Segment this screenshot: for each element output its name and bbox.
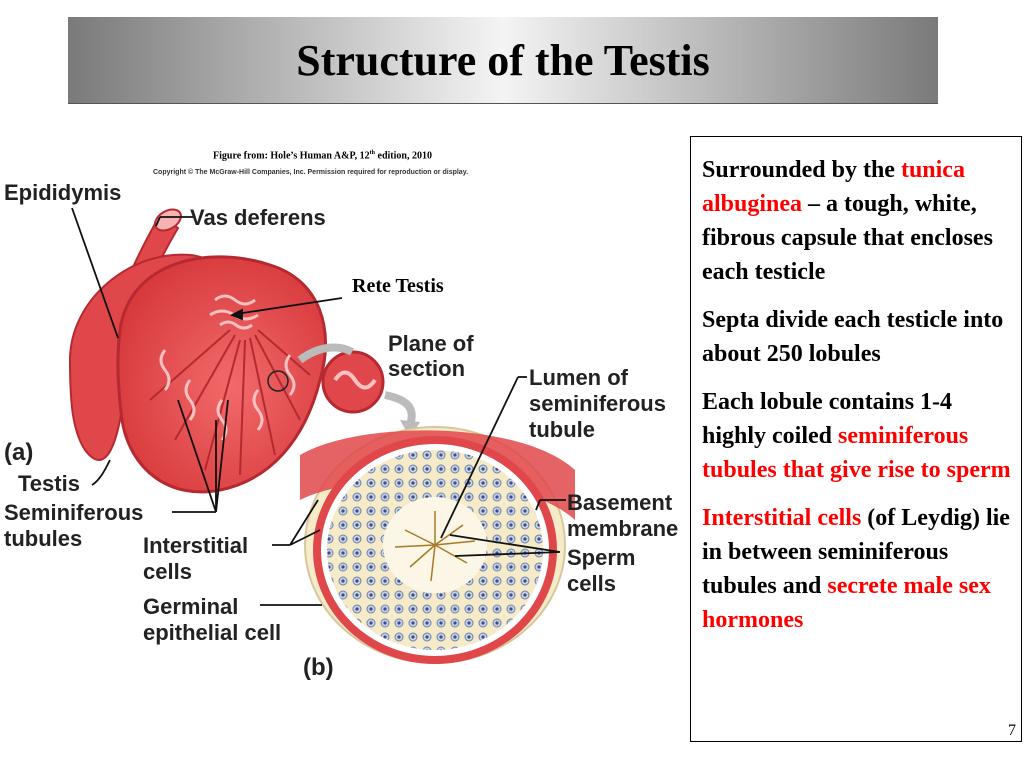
text-span: (of Leydig) lie in between seminiferous … bbox=[702, 505, 1010, 599]
leader-lines bbox=[71, 207, 566, 606]
highlight-seminiferous-tubules: seminiferous tubules that give rise to s… bbox=[702, 423, 1011, 483]
label-part-b: (b) bbox=[303, 654, 334, 681]
bullet-septa: Septa divide each testicle into about 25… bbox=[702, 303, 1015, 371]
highlight-interstitial-cells: Interstitial cells bbox=[702, 505, 862, 531]
label-basement-1: Basement bbox=[567, 490, 673, 515]
label-sperm-2: cells bbox=[567, 571, 616, 596]
bullet-tunica: Surrounded by the tunica albuginea – a t… bbox=[702, 153, 1015, 289]
bullet-interstitial: Interstitial cells (of Leydig) lie in be… bbox=[702, 501, 1015, 637]
label-plane-of: Plane of bbox=[388, 331, 474, 356]
description-textbox: Surrounded by the tunica albuginea – a t… bbox=[690, 136, 1022, 742]
title-bar: Structure of the Testis bbox=[68, 17, 938, 103]
label-vas-deferens: Vas deferens bbox=[190, 205, 326, 230]
label-sperm-1: Sperm bbox=[567, 545, 636, 570]
label-germinal-1: Germinal bbox=[143, 594, 239, 619]
tubule-cross-section bbox=[300, 426, 575, 664]
text-span: Septa divide each testicle into about 25… bbox=[702, 307, 1004, 367]
citation-suffix: edition, 2010 bbox=[375, 150, 432, 162]
label-interstitial-2: cells bbox=[143, 559, 192, 584]
label-seminiferous-tubules-1: Seminiferous bbox=[4, 500, 144, 525]
testis-anatomy-figure bbox=[68, 207, 575, 664]
text-span: – a tough, white, fibrous capsule that e… bbox=[702, 191, 993, 285]
label-section: section bbox=[388, 356, 466, 381]
copyright-notice: Copyright © The McGraw-Hill Companies, I… bbox=[153, 169, 469, 176]
text-span: Each lobule contains 1-4 highly coiled bbox=[702, 389, 953, 449]
label-tubule: tubule bbox=[529, 417, 595, 442]
page-number: 7 bbox=[1008, 722, 1016, 739]
citation-sup: th bbox=[369, 150, 376, 156]
highlight-secrete-hormones: secrete male sex hormones bbox=[702, 573, 991, 633]
label-basement-2: membrane bbox=[567, 516, 679, 541]
label-part-a: (a) bbox=[4, 439, 34, 466]
label-testis: Testis bbox=[18, 471, 80, 496]
highlight-tunica-albuginea: tunica albuginea bbox=[702, 157, 965, 217]
label-epididymis: Epididymis bbox=[4, 180, 122, 205]
slide-title: Structure of the Testis bbox=[296, 35, 710, 85]
label-lumen-of: Lumen of bbox=[529, 365, 628, 390]
label-seminiferous: seminiferous bbox=[529, 391, 666, 416]
label-seminiferous-tubules-2: tubules bbox=[4, 526, 83, 551]
bullet-lobule: Each lobule contains 1-4 highly coiled s… bbox=[702, 385, 1015, 487]
label-interstitial-1: Interstitial bbox=[143, 533, 249, 558]
figure-citation: Figure from: Hole’s Human A&P, 12th edit… bbox=[213, 150, 432, 161]
text-span: Surrounded by the bbox=[702, 157, 901, 183]
label-rete-testis: Rete Testis bbox=[352, 275, 444, 297]
citation-prefix: Figure from: Hole’s Human A&P, 12 bbox=[213, 150, 370, 162]
label-germinal-2: epithelial cell bbox=[143, 620, 282, 645]
